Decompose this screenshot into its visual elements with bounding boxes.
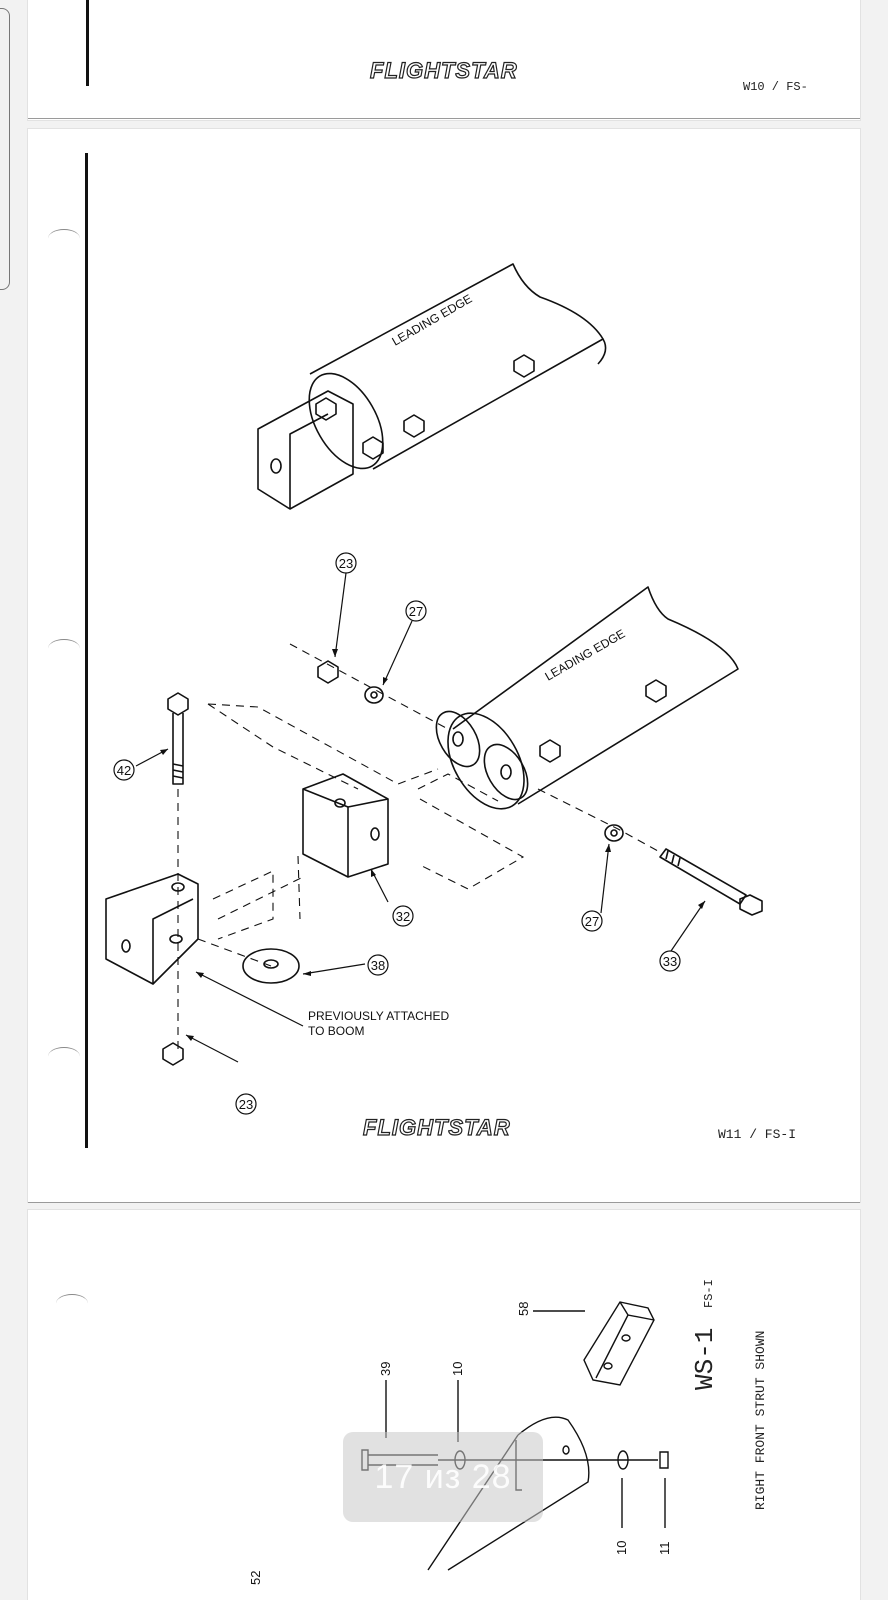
document-page-w11: 23 27 42 32 38 27 33 23 LEADING EDGE LEA… — [28, 129, 860, 1202]
part-label-52: 52 — [248, 1571, 263, 1585]
flightstar-logo: FLIGHTSTAR — [362, 1114, 511, 1140]
drawing-subtitle: FS-I — [702, 1279, 716, 1308]
washer-part-27-top — [364, 686, 384, 704]
part-label-58: 58 — [516, 1302, 531, 1316]
exploded-leading-edge-tube — [435, 586, 739, 810]
document-page-ws1: 58 39 10 10 11 52 WS-1 FS-I RIGHT FRONT … — [28, 1210, 860, 1600]
part-label-10: 10 — [450, 1362, 465, 1376]
drawing-caption: RIGHT FRONT STRUT SHOWN — [753, 1331, 768, 1510]
drawing-title: WS-1 — [690, 1328, 720, 1390]
boom-bracket — [105, 873, 199, 985]
exploded-assembly-drawing: 23 27 42 32 38 27 33 23 LEADING EDGE LEA… — [105, 263, 763, 1115]
washer-part-38 — [242, 948, 300, 984]
callout-23: 23 — [339, 556, 353, 571]
callout-23: 23 — [239, 1097, 253, 1112]
page-divider — [28, 1202, 860, 1203]
binder-hole — [48, 1047, 80, 1066]
washer-part-27-bottom — [604, 824, 624, 842]
to-boom-label: TO BOOM — [308, 1024, 364, 1038]
page-code: W11 / FS-I — [718, 1127, 797, 1142]
bolt-part-42 — [167, 692, 189, 785]
strut-end — [447, 1416, 590, 1571]
binder-hole — [56, 1294, 88, 1313]
previously-attached-label: PREVIOUSLY ATTACHED — [308, 1009, 449, 1023]
fitting-part-58 — [583, 1301, 655, 1386]
callout-27: 27 — [585, 914, 599, 929]
callout-33: 33 — [663, 954, 677, 969]
page-code: W10 / FS- — [743, 80, 808, 94]
assembled-leading-edge-tube — [257, 263, 607, 510]
page-indicator: 17 из 28 — [343, 1432, 543, 1522]
page-divider — [28, 118, 860, 119]
spacer-block-part-32 — [302, 773, 389, 878]
binder-hole — [48, 639, 80, 658]
part-label-39: 39 — [378, 1362, 393, 1376]
nut-part-11 — [659, 1451, 669, 1469]
nut-part-23-top — [317, 660, 339, 684]
binder-hole — [48, 229, 80, 248]
sidebar-toggle-tab[interactable] — [0, 8, 10, 290]
flightstar-logo: FLIGHTSTAR — [369, 57, 518, 83]
strut-assembly-drawing: 58 39 10 10 11 52 WS-1 FS-I RIGHT FRONT … — [248, 1279, 768, 1585]
callout-27: 27 — [409, 604, 423, 619]
part-label-11: 11 — [657, 1542, 672, 1556]
callout-38: 38 — [371, 958, 385, 973]
document-page-w10: FLIGHTSTAR W10 / FS- — [28, 0, 860, 120]
leading-edge-label: LEADING EDGE — [390, 291, 475, 348]
part-label-10: 10 — [614, 1541, 629, 1555]
binding-line — [86, 0, 89, 86]
nut-part-23-bottom — [162, 1042, 184, 1066]
callout-32: 32 — [396, 909, 410, 924]
binding-line — [85, 153, 88, 1148]
washer-part-10 — [617, 1450, 629, 1470]
bolt-part-33 — [659, 848, 763, 916]
callout-42: 42 — [117, 763, 131, 778]
